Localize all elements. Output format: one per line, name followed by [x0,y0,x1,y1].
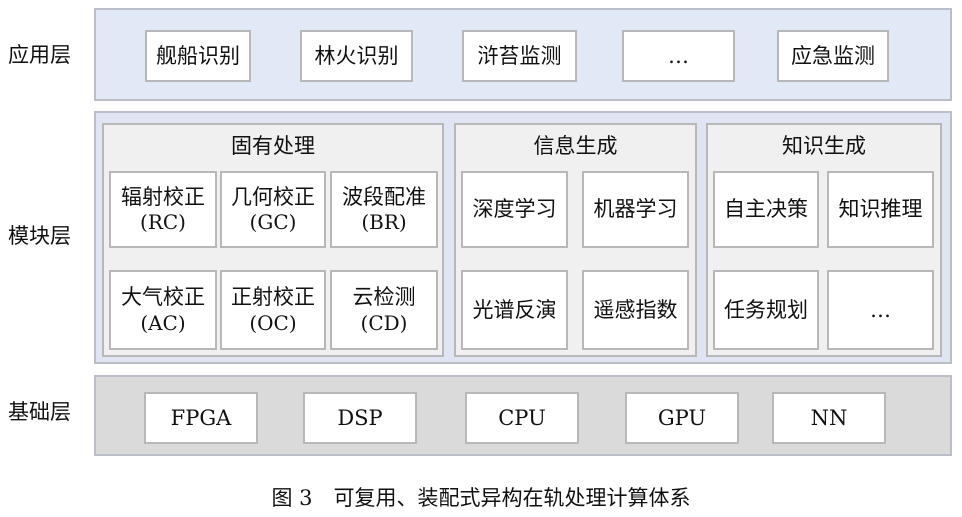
item-name: 云检测 [352,285,416,310]
item-name: 正射校正 [231,285,315,310]
item-name: 波段配准 [342,184,426,209]
module-item-geometric-correction: 几何校正 (GC) [220,171,326,248]
base-item-gpu: GPU [625,392,739,444]
item-abbr: (GC) [249,210,297,235]
module-item-remote-sensing-index: 遥感指数 [582,270,689,350]
item-name: 大气校正 [121,285,205,310]
base-item-cpu: CPU [465,392,579,444]
module-item-autonomous-decision: 自主决策 [713,171,819,248]
app-item-emergency-monitoring: 应急监测 [777,30,889,82]
module-item-cloud-detection: 云检测 (CD) [330,270,438,350]
app-item-ship-recognition: 舰船识别 [145,30,251,82]
item-abbr: (AC) [140,310,186,335]
app-item-more: … [622,30,735,82]
item-name: 辐射校正 [121,184,205,209]
module-item-machine-learning: 机器学习 [582,171,689,248]
module-item-spectral-inversion: 光谱反演 [461,270,568,350]
module-item-deep-learning: 深度学习 [461,171,568,248]
item-abbr: (CD) [360,310,408,335]
figure-caption: 图 3 可复用、装配式异构在轨处理计算体系 [271,486,691,510]
base-item-nn: NN [772,392,886,444]
app-item-forest-fire-recognition: 林火识别 [300,30,413,82]
module-item-task-planning: 任务规划 [713,270,819,350]
module-item-orthorectification: 正射校正 (OC) [220,270,326,350]
module-layer-label: 模块层 [8,224,71,248]
item-abbr: (BR) [361,210,407,235]
module-item-more: … [827,270,934,350]
module-item-atmospheric-correction: 大气校正 (AC) [109,270,217,350]
application-layer-label: 应用层 [8,43,71,67]
item-abbr: (OC) [249,310,297,335]
app-item-enteromorpha-monitoring: 浒苔监测 [462,30,577,82]
module-item-radiometric-correction: 辐射校正 (RC) [109,171,217,248]
base-item-fpga: FPGA [144,392,258,444]
group-knowledge-generation-title: 知识生成 [782,134,866,158]
item-abbr: (RC) [140,210,186,235]
module-item-knowledge-reasoning: 知识推理 [827,171,934,248]
group-inherent-processing-title: 固有处理 [231,134,315,158]
item-name: 几何校正 [231,184,315,209]
group-information-generation-title: 信息生成 [533,134,618,158]
base-item-dsp: DSP [303,392,417,444]
module-item-band-registration: 波段配准 (BR) [330,171,438,248]
base-layer-label: 基础层 [8,400,71,424]
